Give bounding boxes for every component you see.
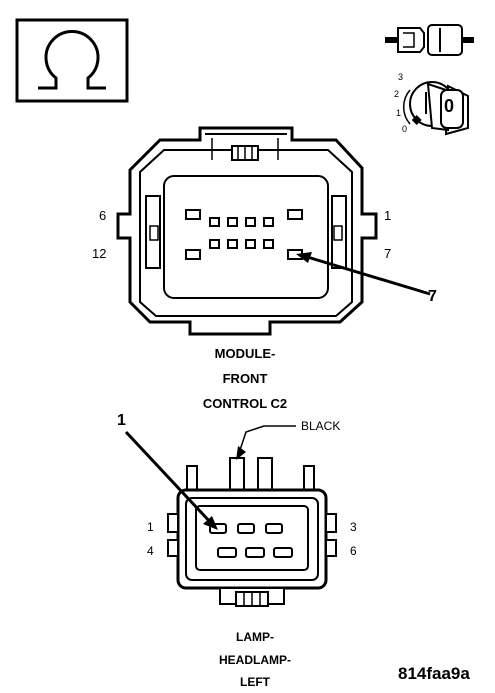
module-pin-6: 6: [99, 208, 107, 223]
figure-id: 814faa9a: [398, 664, 470, 683]
lamp-callout: 1: [117, 412, 126, 429]
module-caption-line-3: CONTROL C2: [202, 396, 288, 411]
lamp-pin-6: 6: [350, 544, 357, 558]
lamp-connector: [124, 425, 337, 607]
key-position-2: 2: [394, 89, 400, 99]
lamp-caption-line-3: LEFT: [240, 675, 270, 689]
module-caption-line-1: MODULE-: [214, 346, 276, 361]
key-position-0: 0: [402, 124, 408, 134]
module-caption-line-2: FRONT: [222, 371, 268, 386]
lamp-color-label: BLACK: [301, 419, 341, 433]
key-position-3: 3: [398, 72, 404, 82]
ohmmeter-icon: [15, 18, 129, 103]
module-pin-7: 7: [384, 246, 392, 261]
module-callout: 7: [428, 288, 437, 305]
module-connector: [116, 126, 431, 336]
lamp-pin-3: 3: [350, 520, 357, 534]
lamp-pin-4: 4: [147, 544, 154, 558]
ignition-key-icon: [403, 81, 469, 136]
module-pin-12: 12: [92, 246, 107, 261]
module-pin-1: 1: [384, 208, 392, 223]
connector-icon: [385, 24, 474, 56]
lamp-pin-1: 1: [147, 520, 154, 534]
lamp-caption-line-1: LAMP-: [236, 630, 274, 644]
key-position-1: 1: [396, 108, 402, 118]
lamp-caption-line-2: HEADLAMP-: [219, 653, 291, 667]
key-label: 0: [444, 96, 455, 116]
